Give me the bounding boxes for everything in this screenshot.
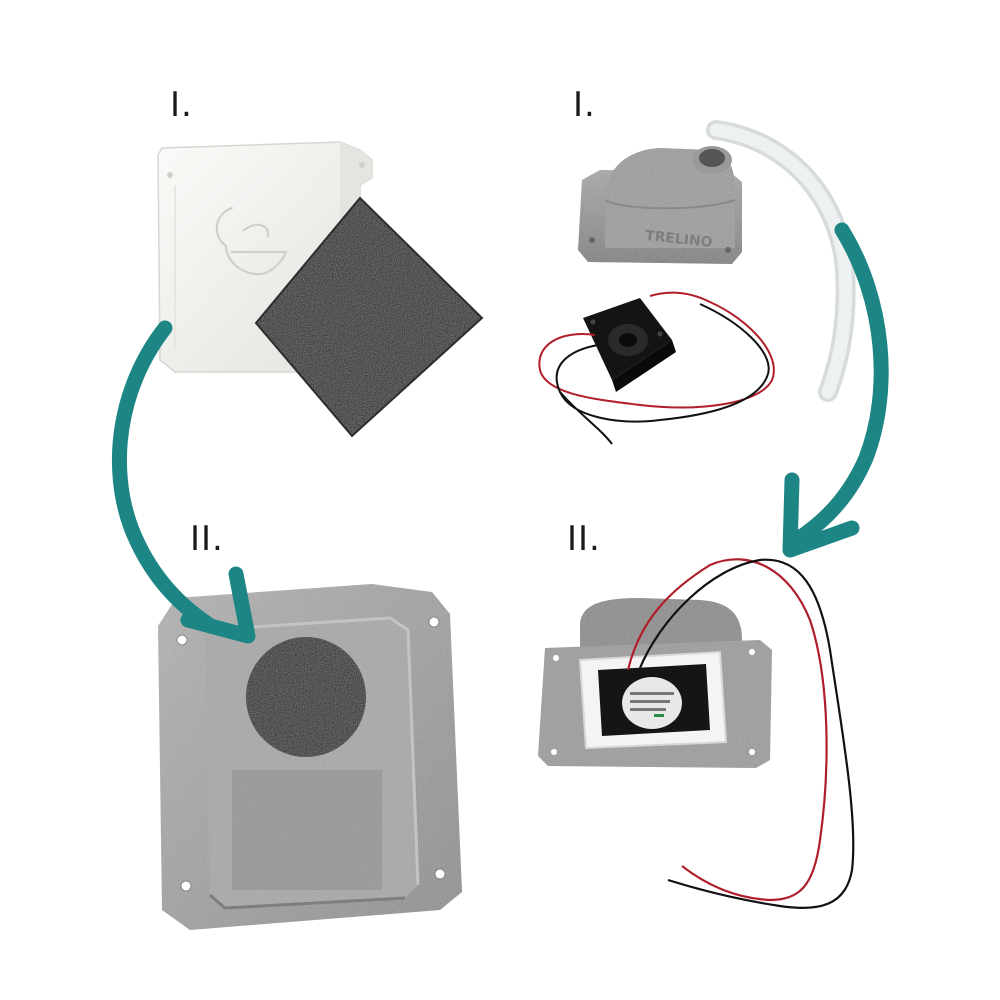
black-foam-filter: [254, 196, 484, 438]
curved-arrow-down-icon: [782, 222, 889, 558]
fan-label-sticker: [622, 677, 682, 729]
round-foam-filter: [246, 637, 366, 757]
step-label-bottom-left: II.: [190, 519, 224, 559]
step-label-bottom-right: II.: [567, 519, 601, 559]
silicone-tube: [706, 120, 856, 402]
step-label-top-left: I.: [170, 85, 193, 125]
assembled-fan-wires: [626, 558, 855, 909]
grey-filter-plate: [158, 584, 462, 930]
step-label-top-right: I.: [573, 85, 596, 125]
assembled-fan-plate: [538, 598, 772, 768]
housing-embossed-text: TRELINO: [644, 228, 713, 251]
fan-wires: [538, 291, 775, 445]
small-fan: [583, 298, 676, 392]
grey-fan-housing: TRELINO: [578, 146, 742, 264]
curved-arrow-down-icon: [111, 320, 256, 644]
leaf-logo-icon: [215, 206, 288, 276]
